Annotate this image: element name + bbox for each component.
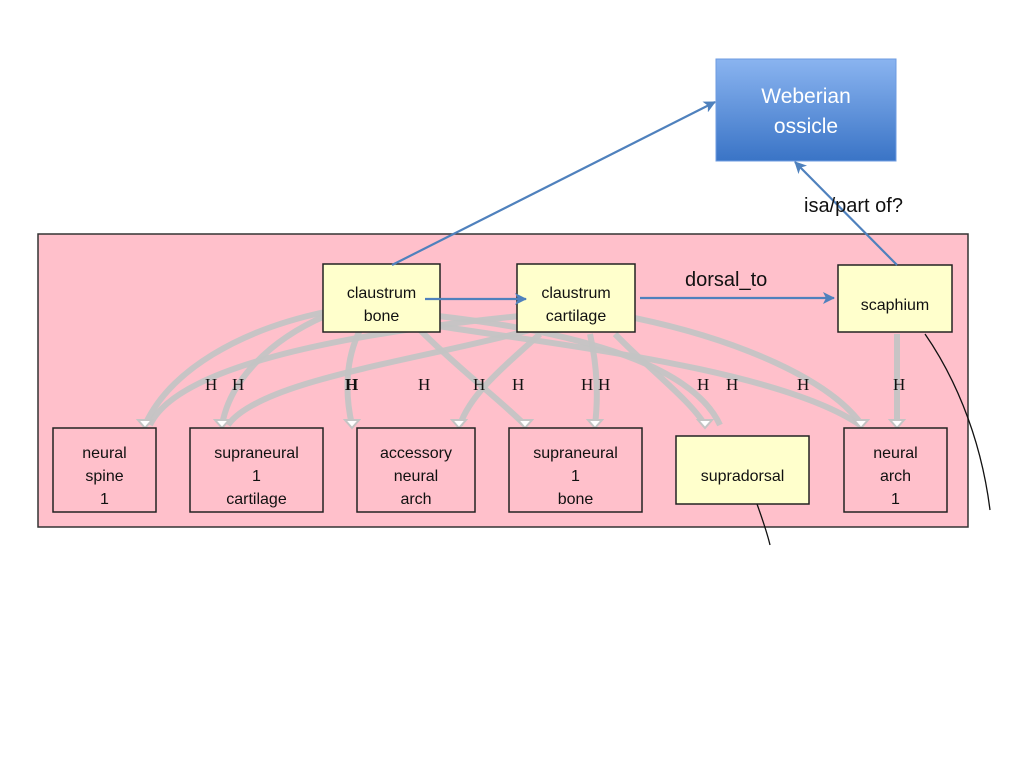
node-label: bone: [364, 308, 400, 325]
node-label: 1: [571, 468, 580, 485]
h-label: H: [697, 375, 709, 394]
node-label: 1: [252, 468, 261, 485]
h-label: H: [345, 375, 358, 394]
h-label: H: [726, 375, 738, 394]
node-label: bone: [558, 491, 594, 508]
node-label: claustrum: [347, 285, 416, 302]
node-label: neural: [82, 445, 126, 462]
h-label: H: [232, 375, 244, 394]
external-link-line: [924, 333, 991, 511]
node-label: claustrum: [541, 285, 610, 302]
h-label: H: [797, 375, 809, 394]
h-label: H: [598, 375, 610, 394]
node-label: supradorsal: [701, 468, 785, 485]
node-neural-spine-1[interactable]: neural spine 1: [52, 427, 157, 513]
node-label: cartilage: [226, 491, 287, 508]
node-label: ossicle: [774, 115, 838, 138]
h-label: H: [893, 375, 905, 394]
node-label: spine: [85, 468, 123, 485]
node-supraneural-1-cartilage[interactable]: supraneural 1 cartilage: [189, 427, 324, 513]
edge-bone-to-weberian: [391, 101, 716, 266]
node-label: supraneural: [214, 445, 299, 462]
node-claustrum-bone[interactable]: claustrum bone: [322, 263, 441, 333]
h-labels: H H H H H H H H H H H H: [205, 375, 905, 394]
h-label: H: [473, 375, 485, 394]
blue-edges: [391, 101, 898, 305]
node-weberian-ossicle[interactable]: Weberian ossicle: [715, 58, 897, 162]
h-label: H: [418, 375, 430, 394]
h-label: H: [581, 375, 593, 394]
node-accessory-neural-arch[interactable]: accessory neural arch: [356, 427, 476, 513]
gray-edges: [142, 309, 900, 428]
node-label: arch: [880, 468, 911, 485]
dorsal-to-label: dorsal_to: [685, 269, 767, 291]
h-label: H: [512, 375, 524, 394]
node-supradorsal[interactable]: supradorsal: [675, 435, 810, 505]
isa-part-of-label: isa/part of?: [804, 195, 903, 217]
h-label: H: [205, 375, 217, 394]
node-claustrum-cartilage[interactable]: claustrum cartilage: [516, 263, 636, 333]
node-label: neural: [394, 468, 438, 485]
node-label: arch: [400, 491, 431, 508]
edge-scaphium-to-weberian: [794, 161, 898, 266]
node-label: Weberian: [761, 85, 851, 108]
node-label: scaphium: [861, 297, 929, 314]
node-label: 1: [891, 491, 900, 508]
external-link-line: [756, 503, 771, 546]
node-label: accessory: [380, 445, 452, 462]
node-scaphium[interactable]: scaphium: [837, 264, 953, 333]
node-label: supraneural: [533, 445, 618, 462]
gray-arrowheads: [135, 419, 907, 430]
node-supraneural-1-bone[interactable]: supraneural 1 bone: [508, 427, 643, 513]
node-label: cartilage: [546, 308, 607, 325]
node-label: neural: [873, 445, 917, 462]
node-label: 1: [100, 491, 109, 508]
node-neural-arch-1[interactable]: neural arch 1: [843, 427, 948, 513]
